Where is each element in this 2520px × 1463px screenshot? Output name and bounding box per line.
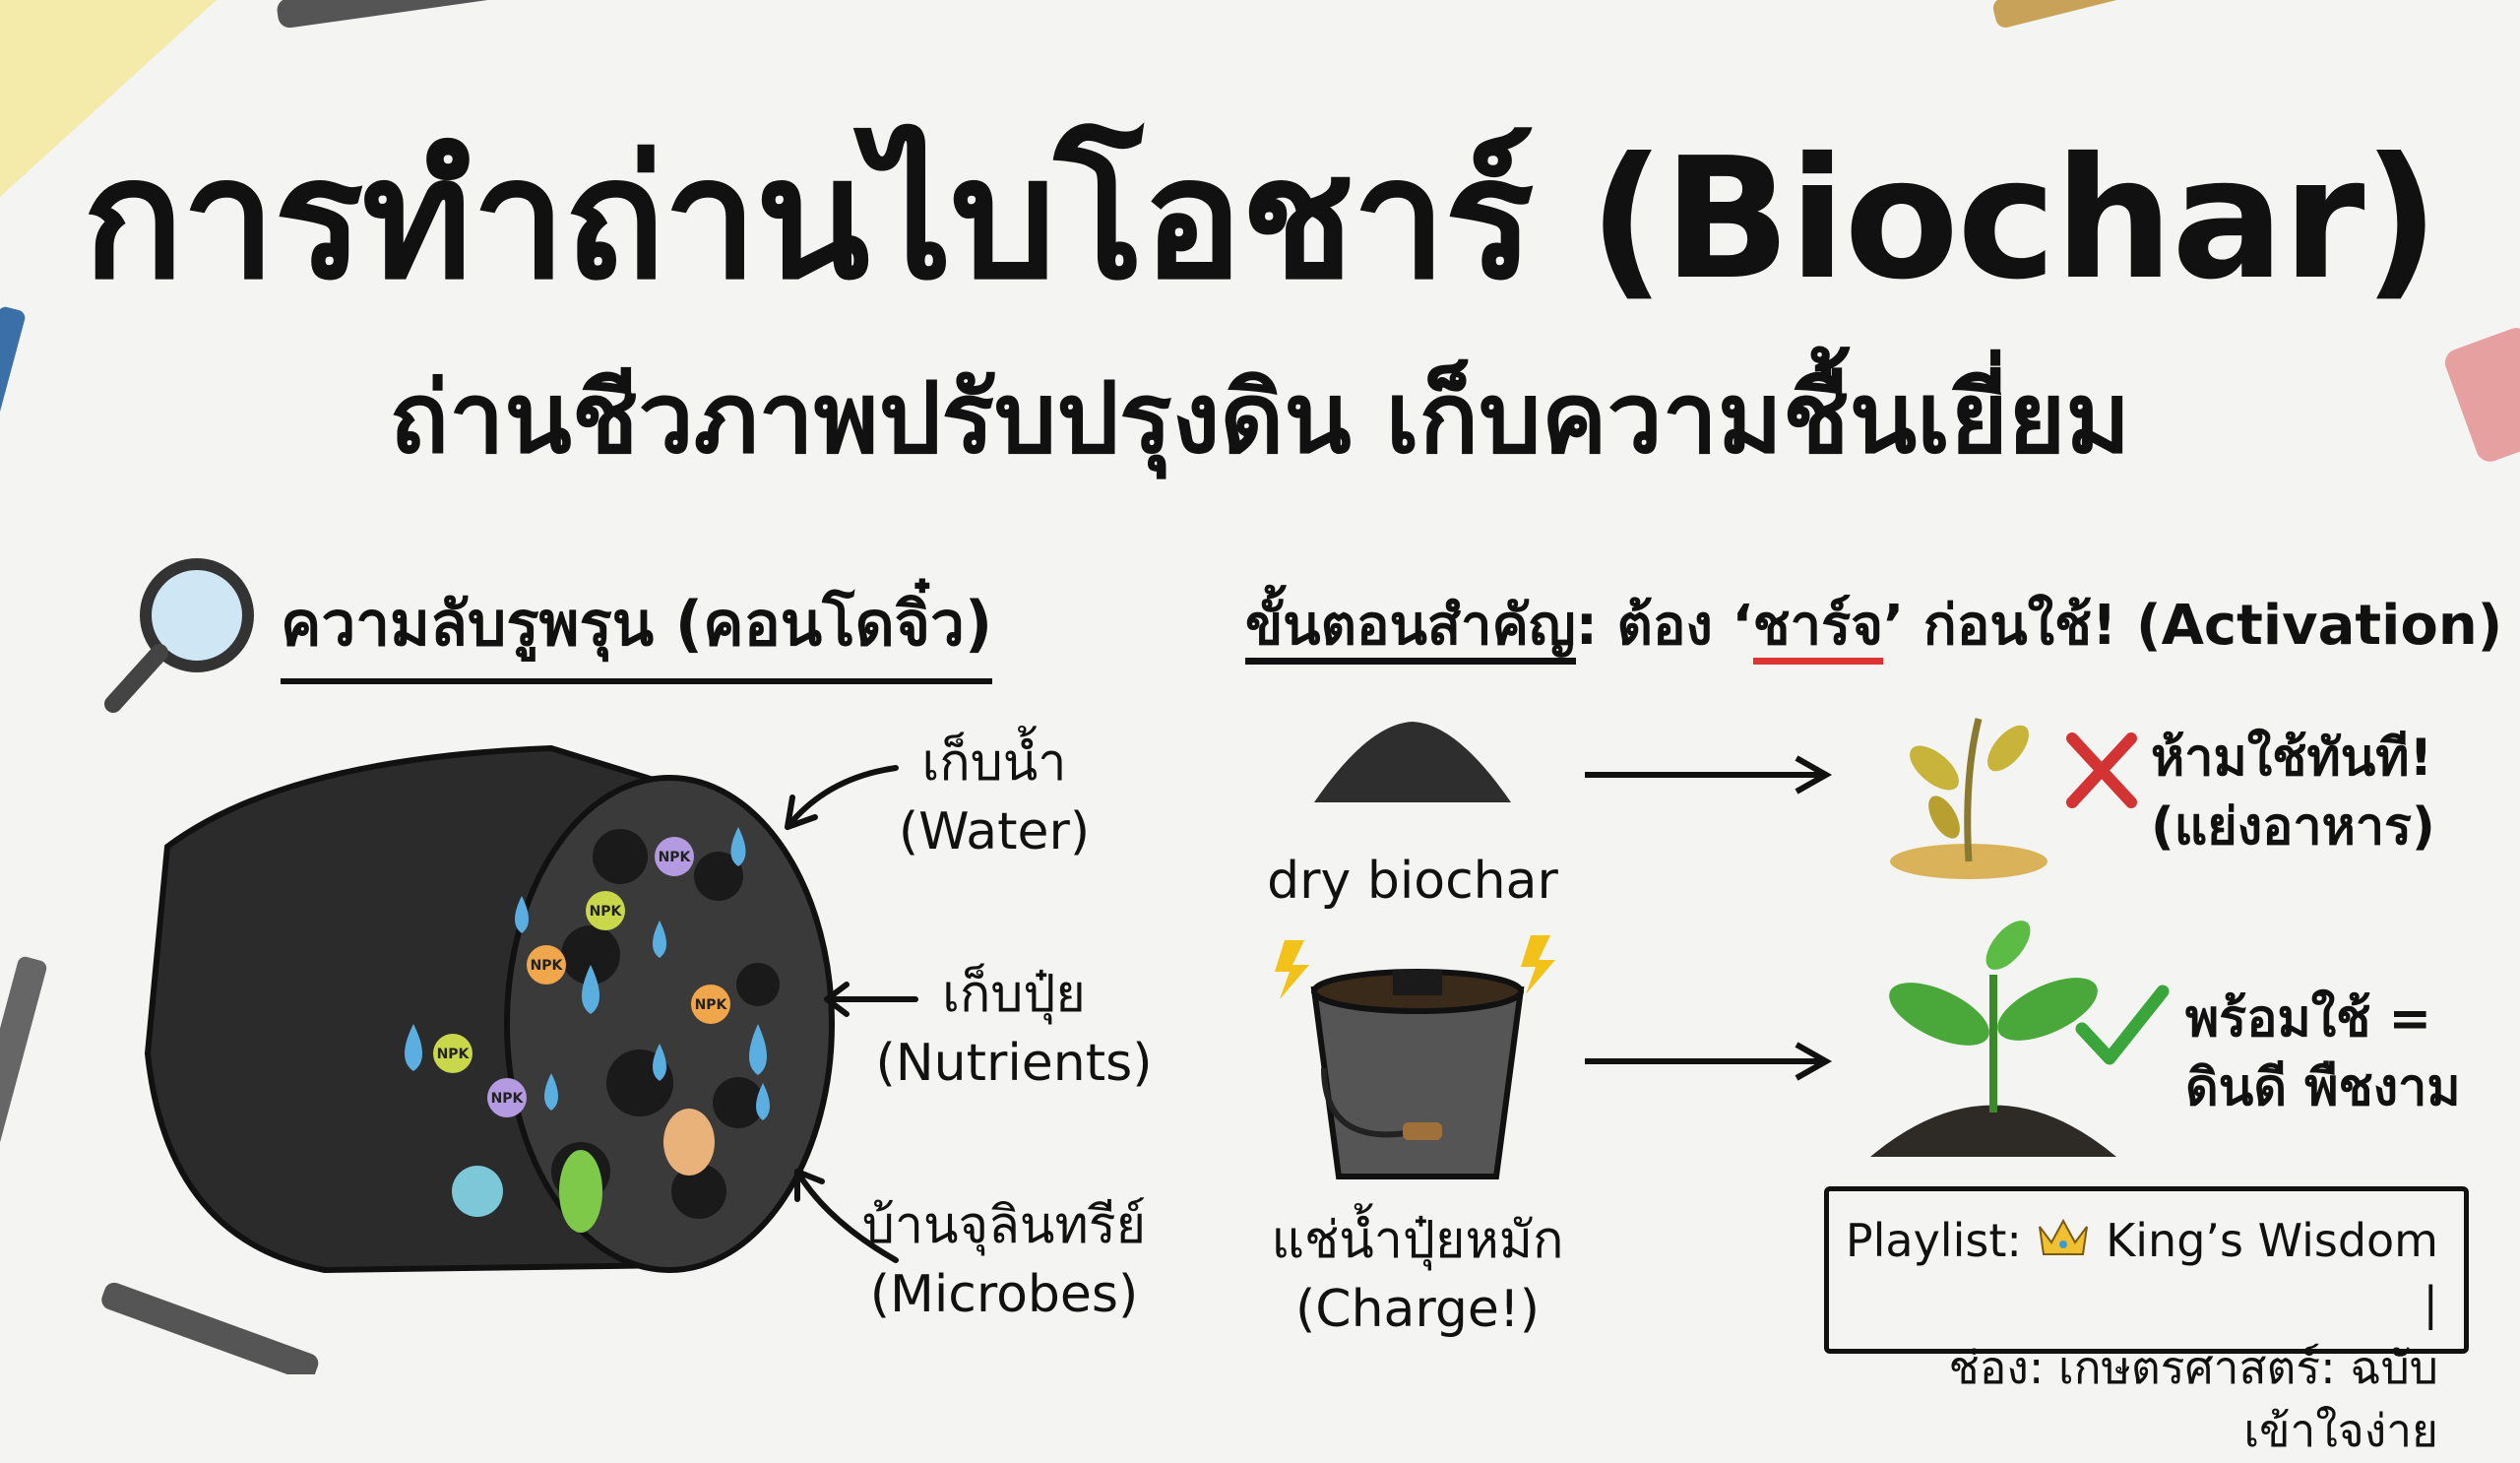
crown-icon bbox=[2039, 1218, 2089, 1255]
heading-important-step: ขั้นตอนสำคัญ bbox=[1245, 594, 1576, 665]
playlist-box: Playlist: King’s Wisdom | ช่อง: เกษตรศาส… bbox=[1824, 1186, 2469, 1457]
bad-result-line2: (แย่งอาหาร) bbox=[2151, 797, 2435, 858]
healthy-plant-illustration bbox=[1870, 921, 2116, 1157]
label-microbes: บ้านจุลินทรีย์ (Microbes) bbox=[847, 1191, 1162, 1329]
label-microbes-en: (Microbes) bbox=[869, 1265, 1139, 1325]
label-water-th: เก็บน้ำ bbox=[921, 733, 1067, 793]
heading-text: : ต้อง ‘ bbox=[1575, 594, 1753, 658]
bucket-illustration bbox=[1275, 935, 1555, 1179]
npk-badge: NPK bbox=[590, 904, 623, 920]
playlist-name: King’s Wisdom | bbox=[2106, 1214, 2438, 1331]
npk-badge: NPK bbox=[659, 850, 692, 865]
label-nutrients-th: เก็บปุ๋ย bbox=[942, 965, 1086, 1024]
activation-heading: ขั้นตอนสำคัญ: ต้อง ‘ชาร์จ’ ก่อนใช้! (Act… bbox=[1245, 581, 2502, 668]
arrow-to-good-result bbox=[1585, 1042, 1833, 1081]
label-water: เก็บน้ำ (Water) bbox=[866, 729, 1122, 866]
channel-name: ช่อง: เกษตรศาสตร์: ฉบับเข้าใจง่าย bbox=[1948, 1340, 2438, 1458]
good-result-line1: พร้อมใช้ = bbox=[2185, 989, 2432, 1049]
bad-result-text: ห้ามใช้ทันที! (แย่งอาหาร) bbox=[2151, 724, 2436, 861]
npk-badge: NPK bbox=[437, 1047, 471, 1062]
magnifier-icon bbox=[104, 558, 254, 713]
label-microbes-th: บ้านจุลินทรีย์ bbox=[861, 1196, 1147, 1255]
soak-label: แช่น้ำปุ๋ยหมัก (Charge!) bbox=[1230, 1206, 1605, 1344]
npk-badge: NPK bbox=[531, 958, 564, 974]
bad-result-line1: ห้ามใช้ทันที! bbox=[2151, 729, 2433, 788]
soak-label-th: แช่น้ำปุ๋ยหมัก bbox=[1271, 1211, 1564, 1270]
arrow-to-bad-result bbox=[1585, 755, 1833, 795]
page-title: การทำถ่านไบโอชาร์ (Biochar) bbox=[82, 122, 2439, 317]
marker-pens-decoration bbox=[0, 0, 2520, 1374]
wilted-plant-illustration bbox=[1890, 718, 2048, 879]
biochar-log-illustration: NPK NPK NPK NPK NPK NPK bbox=[144, 744, 835, 1274]
good-result-text: พร้อมใช้ = ดินดี พืชงาม bbox=[2185, 985, 2481, 1122]
dry-biochar-label: dry biochar bbox=[1267, 852, 1558, 911]
soak-label-en: (Charge!) bbox=[1294, 1280, 1540, 1340]
porosity-heading: ความลับรูพรุน (คอนโดจิ๋ว) bbox=[281, 576, 993, 684]
page-subtitle: ถ่านชีวภาพปรับปรุงดิน เก็บความชื้นเยี่ยม bbox=[389, 360, 2131, 476]
checkmark-icon bbox=[2075, 985, 2170, 1065]
cross-icon bbox=[2066, 732, 2137, 808]
label-water-en: (Water) bbox=[898, 802, 1091, 862]
npk-badge: NPK bbox=[695, 997, 728, 1013]
npk-badge: NPK bbox=[491, 1091, 525, 1107]
heading-text-end: ’ ก่อนใช้! (Activation) bbox=[1883, 594, 2503, 658]
dry-biochar-pile bbox=[1314, 722, 1511, 802]
good-result-line2: ดินดี พืชงาม bbox=[2185, 1058, 2461, 1118]
heading-charge-word: ชาร์จ bbox=[1752, 594, 1884, 665]
label-nutrients: เก็บปุ๋ย (Nutrients) bbox=[866, 960, 1162, 1098]
label-nutrients-en: (Nutrients) bbox=[875, 1034, 1153, 1094]
playlist-line: Playlist: King’s Wisdom | bbox=[1829, 1209, 2438, 1336]
playlist-prefix: Playlist: bbox=[1845, 1214, 2022, 1267]
pointer-arrows bbox=[785, 765, 918, 1263]
